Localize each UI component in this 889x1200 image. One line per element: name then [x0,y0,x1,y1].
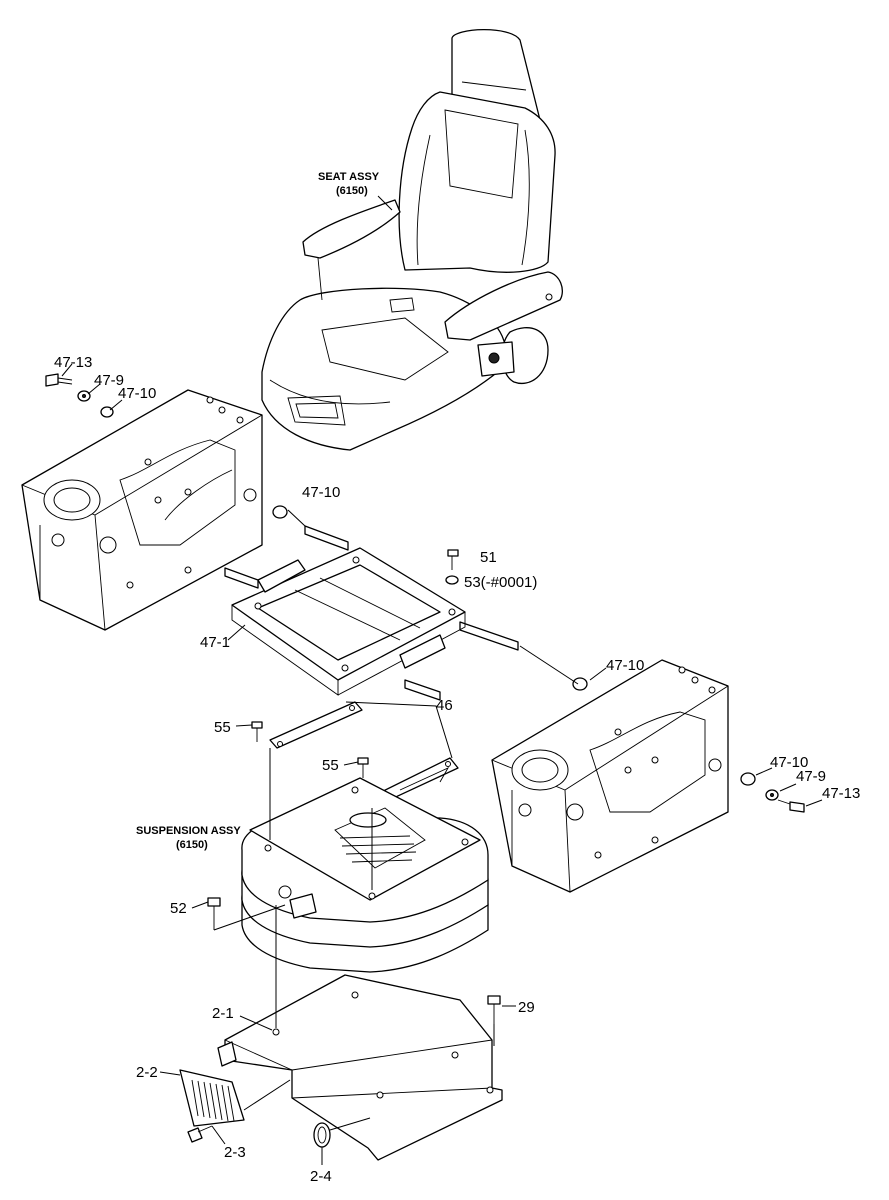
callout-29: 29 [518,999,535,1016]
suspension-assy-label: SUSPENSION ASSY [136,825,241,837]
callout-55-left: 55 [214,719,231,736]
suspension-assy-code: (6150) [176,839,208,851]
callout-2-1: 2-1 [212,1005,234,1022]
callout-47-13-left: 47-13 [54,354,92,371]
callout-47-13-right: 47-13 [822,785,860,802]
slide-rail-frame [224,525,519,701]
callout-46: 46 [436,697,453,714]
right-side-bracket [491,659,729,893]
seat-assy-code: (6150) [336,185,368,197]
callout-55-center: 55 [322,757,339,774]
seat-assembly [261,28,563,451]
hardware [45,373,805,1143]
callout-47-10-right-rod: 47-10 [606,657,644,674]
suspension-assembly [241,777,489,973]
grille-cover [179,1069,245,1127]
callout-2-3: 2-3 [224,1144,246,1161]
callout-47-1: 47-1 [200,634,230,651]
callout-47-10-right: 47-10 [770,754,808,771]
grommet [313,1122,331,1148]
callout-47-10-left-upper: 47-10 [118,385,156,402]
callout-2-2: 2-2 [136,1064,158,1081]
callout-47-9-left: 47-9 [94,372,124,389]
callout-51: 51 [480,549,497,566]
base-plate [217,974,503,1161]
callout-47-9-right: 47-9 [796,768,826,785]
callout-52: 52 [170,900,187,917]
callout-47-10-left-rod: 47-10 [302,484,340,501]
seat-assy-leader [377,195,393,211]
seat-assy-label: SEAT ASSY [318,171,380,183]
callout-53: 53(-#0001) [464,574,537,591]
left-side-bracket [21,389,263,631]
callout-2-4: 2-4 [310,1168,332,1185]
leader-lines [61,363,823,1165]
